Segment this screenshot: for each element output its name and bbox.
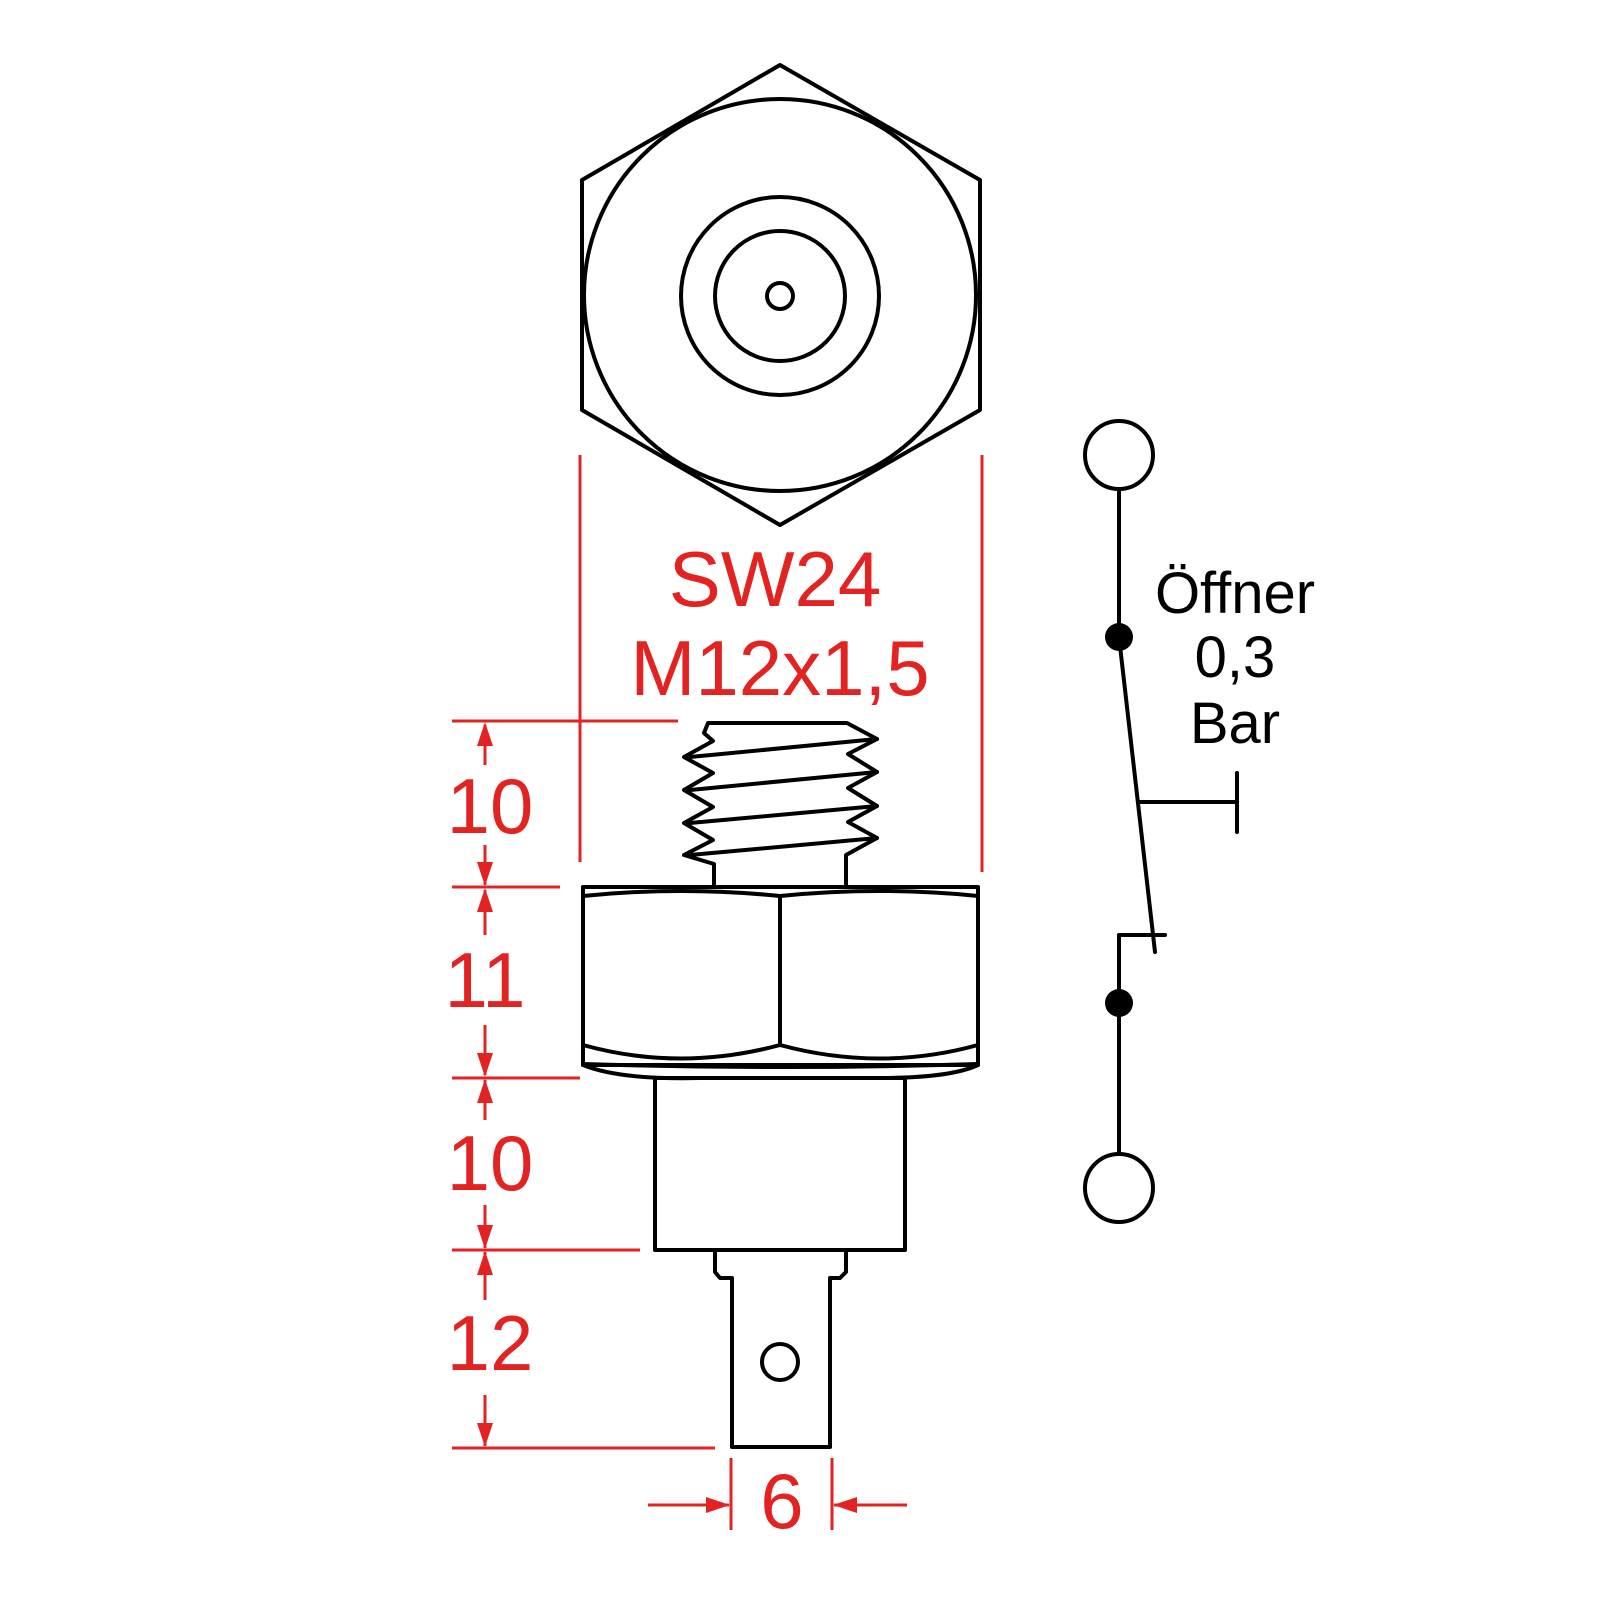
dim-body-length: 10 — [447, 1119, 534, 1207]
pressure-value-label: 0,3 — [1195, 625, 1276, 690]
side-view — [581, 721, 980, 1449]
dim-thread-length: 10 — [447, 762, 534, 850]
wrench-size-label: SW24 — [669, 535, 881, 623]
dimension-lines — [452, 455, 984, 1530]
nc-switch-symbol — [1083, 419, 1239, 1224]
switch-type-label: Öffner — [1155, 561, 1315, 626]
dim-hex-height: 11 — [445, 936, 526, 1024]
hex-top-view — [580, 63, 982, 527]
thread-label: M12x1,5 — [630, 624, 929, 712]
pressure-unit-label: Bar — [1190, 691, 1280, 756]
dim-tab-length: 12 — [447, 1299, 534, 1387]
dim-tab-width: 6 — [760, 1457, 803, 1545]
